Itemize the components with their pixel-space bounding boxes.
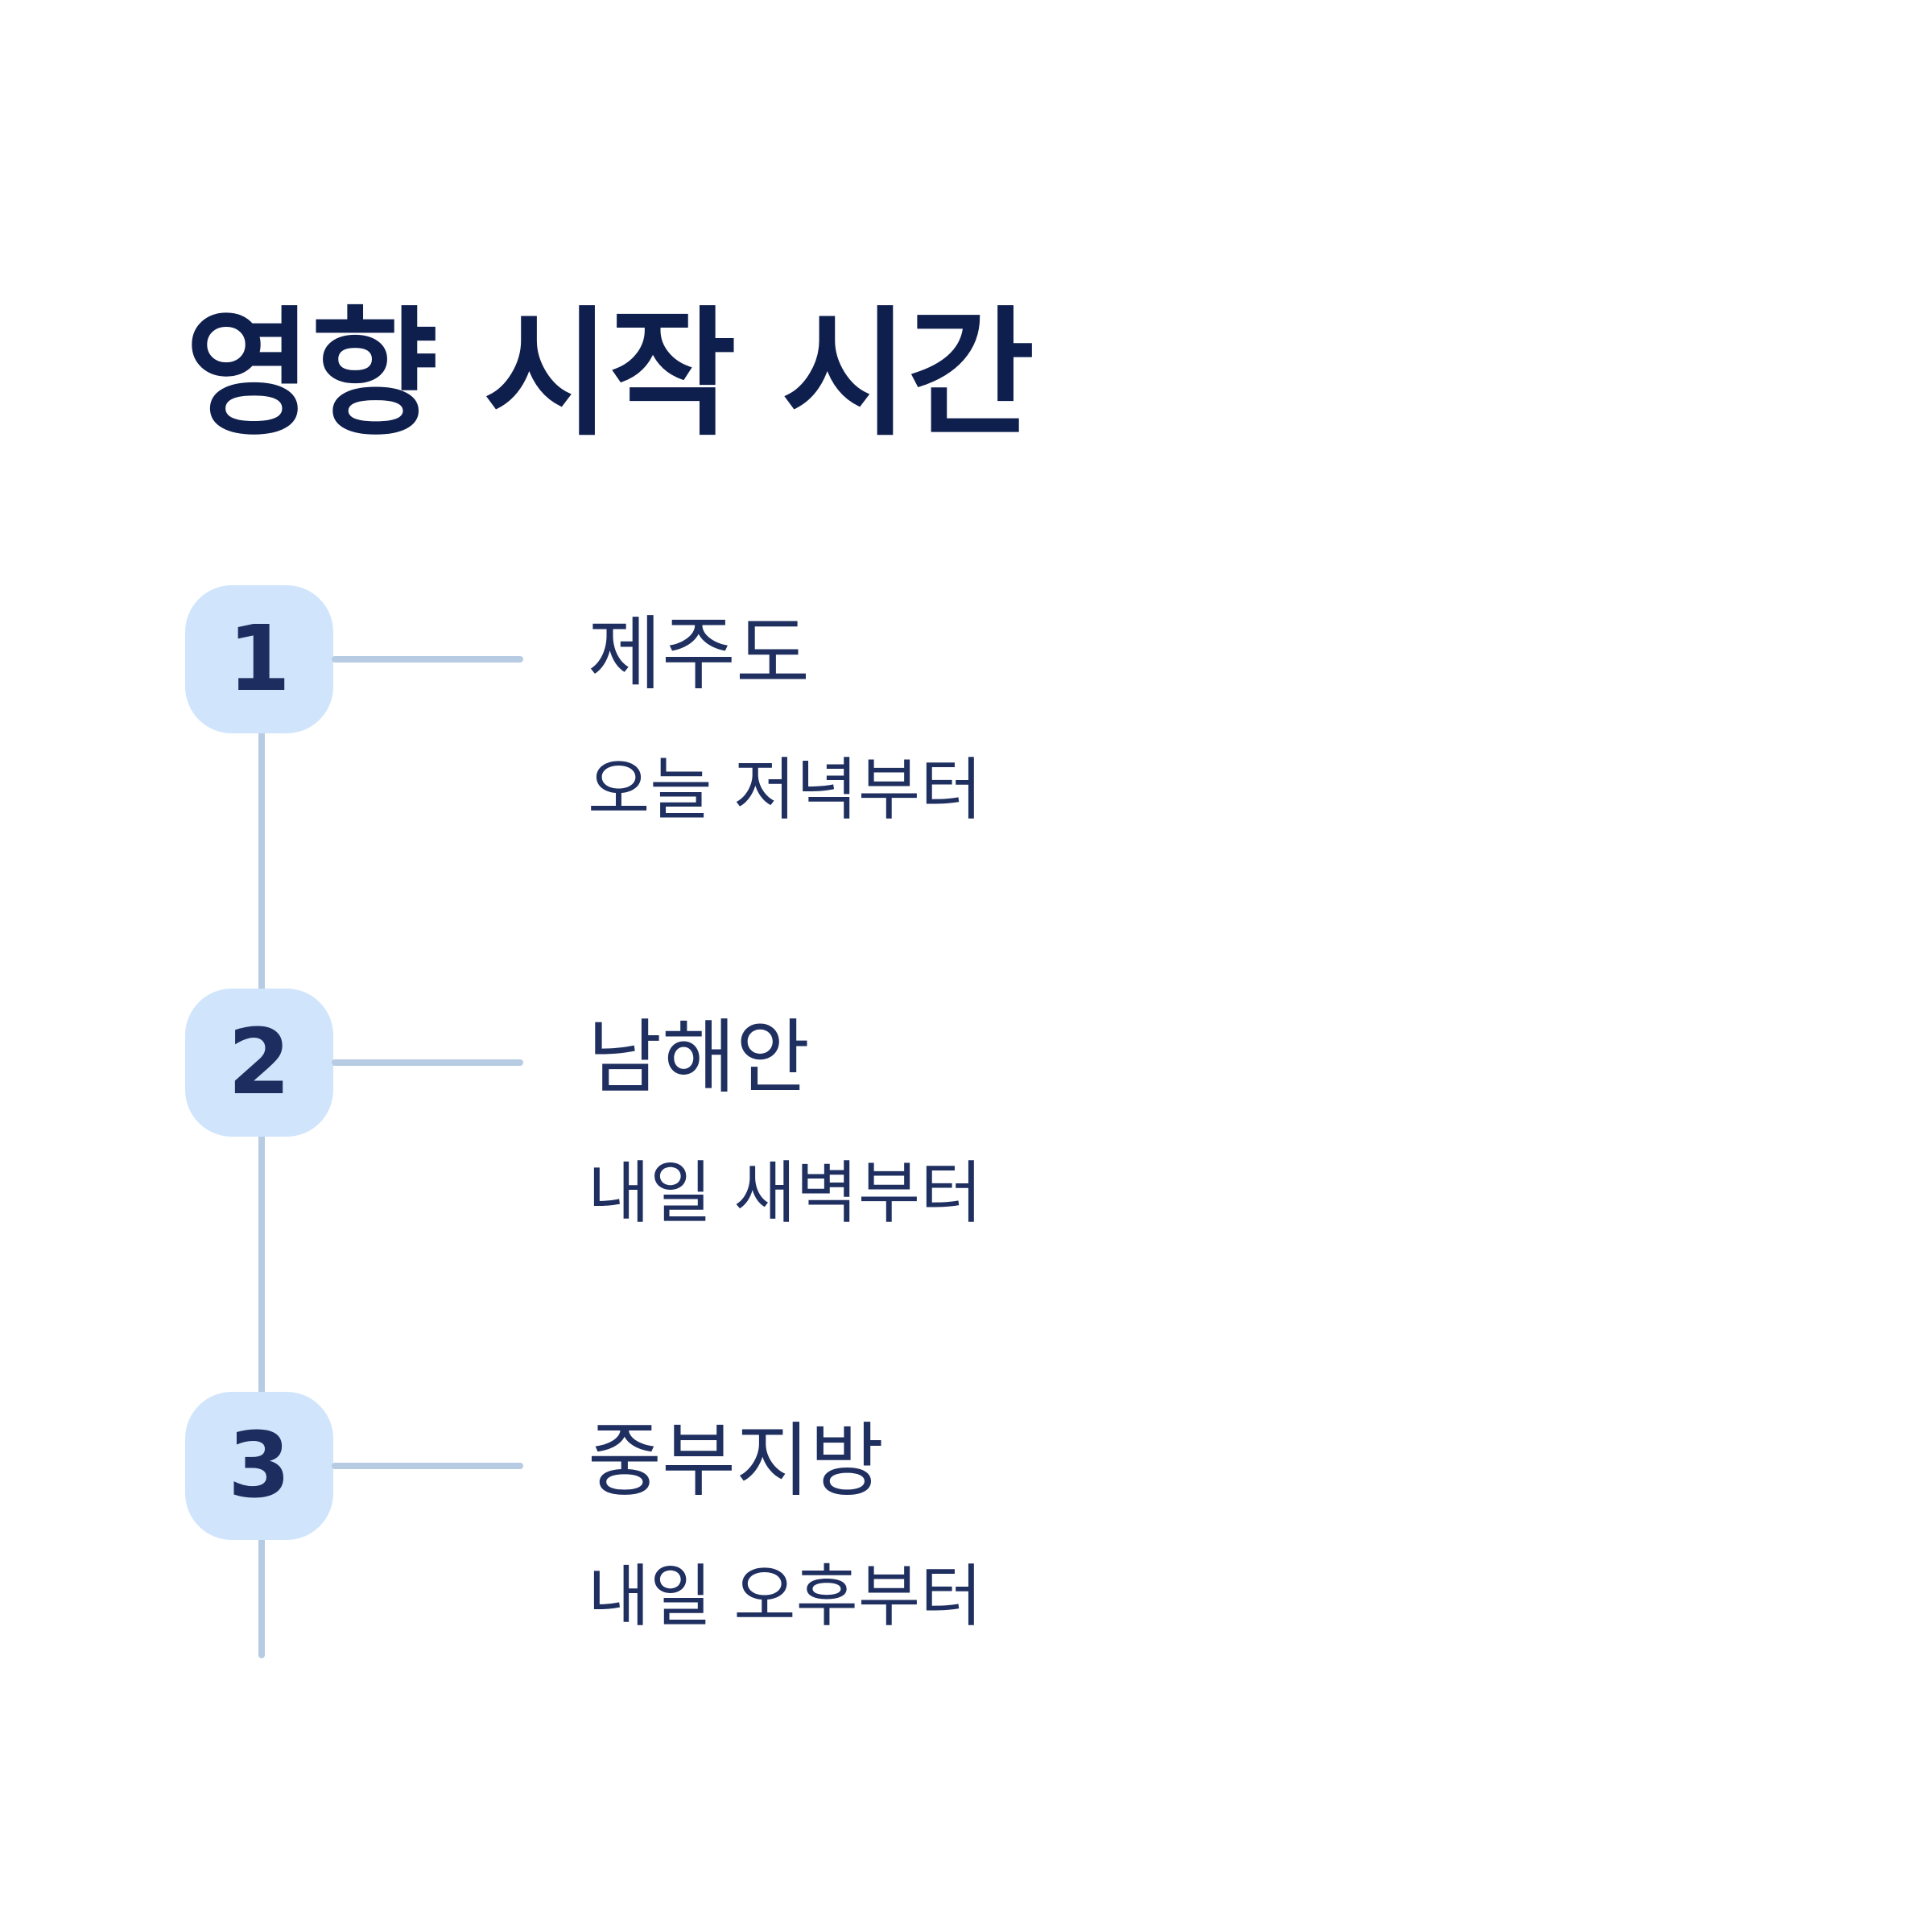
step-connector-line	[332, 656, 523, 663]
step-connector-line	[332, 1463, 523, 1469]
timeline-step-2: 2 남해안 내일 새벽부터	[0, 989, 1932, 1232]
timeline-step-1: 1 제주도 오늘 저녁부터	[0, 585, 1932, 829]
step-region-label: 제주도	[588, 607, 810, 701]
step-number-badge: 1	[185, 585, 333, 733]
step-time-label: 내일 새벽부터	[588, 1154, 983, 1232]
step-number-badge: 3	[185, 1392, 333, 1540]
step-connector-line	[332, 1059, 523, 1066]
step-region-label: 중부지방	[588, 1414, 884, 1508]
step-number-badge: 2	[185, 989, 333, 1137]
step-time-label: 오늘 저녁부터	[588, 750, 983, 829]
timeline-spine	[258, 660, 265, 1658]
step-region-label: 남해안	[588, 1010, 810, 1104]
step-time-label: 내일 오후부터	[588, 1557, 983, 1636]
timeline-step-3: 3 중부지방 내일 오후부터	[0, 1392, 1932, 1636]
page-title: 영향 시작 시간	[185, 293, 1034, 455]
